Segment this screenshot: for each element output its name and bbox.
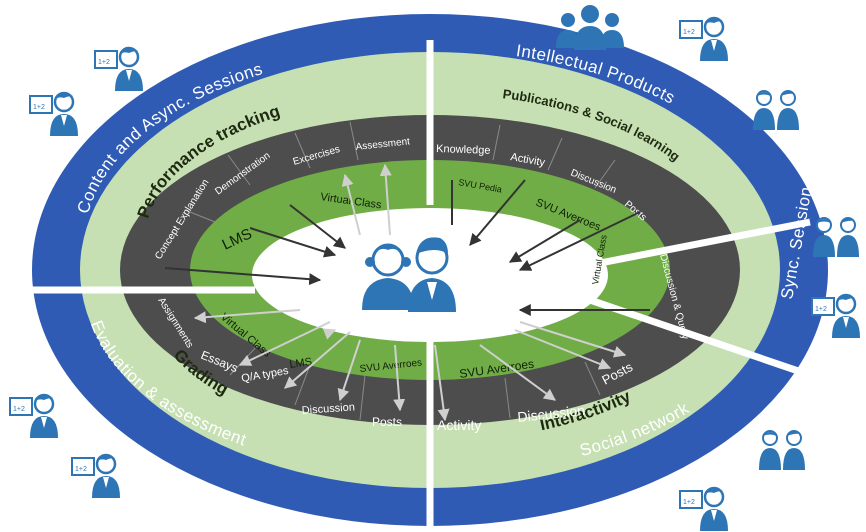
- arrows-light: [193, 163, 627, 422]
- teacher-icon: 1+2: [9, 393, 58, 438]
- green-label-lms-bottom: LMS: [289, 356, 313, 371]
- group-icon: [556, 5, 624, 50]
- grey-label-activity-br: Activity: [437, 417, 481, 433]
- grey-label-posts-bl: Posts: [372, 415, 402, 429]
- center-students-icon: [362, 237, 456, 312]
- student-pair-icons: [753, 90, 859, 470]
- teacher-icons: 1+2 1+2 1+2 1+2 1+2 1+2 1+2: [9, 16, 860, 531]
- grey-label-knowledge: Knowledge: [436, 143, 491, 157]
- student-pair-icon: [753, 90, 799, 130]
- grey-ring-dividers: [184, 121, 616, 421]
- teacher-icon: 1+2: [71, 453, 120, 498]
- student-pair-icon: [813, 217, 859, 257]
- center-hole: [252, 208, 608, 342]
- board-label: 1+2: [815, 306, 827, 313]
- board-label: 1+2: [98, 59, 110, 66]
- grey-label-discussion-br: Discussion: [517, 402, 586, 425]
- arrows-dark: [164, 179, 650, 316]
- teacher-icon: 1+2: [94, 46, 143, 91]
- board-label: 1+2: [683, 29, 695, 36]
- board-label: 1+2: [683, 499, 695, 506]
- section-dividers: [30, 40, 812, 530]
- board-label: 1+2: [75, 466, 87, 473]
- board-label: 1+2: [33, 104, 45, 111]
- teacher-icon: 1+2: [679, 16, 728, 61]
- teacher-icon: 1+2: [811, 293, 860, 338]
- student-pair-icon: [759, 430, 805, 470]
- teacher-icon: 1+2: [29, 91, 78, 136]
- board-label: 1+2: [13, 406, 25, 413]
- grey-label-discussion-bl: Discussion: [301, 401, 355, 417]
- teacher-icon: 1+2: [679, 486, 728, 531]
